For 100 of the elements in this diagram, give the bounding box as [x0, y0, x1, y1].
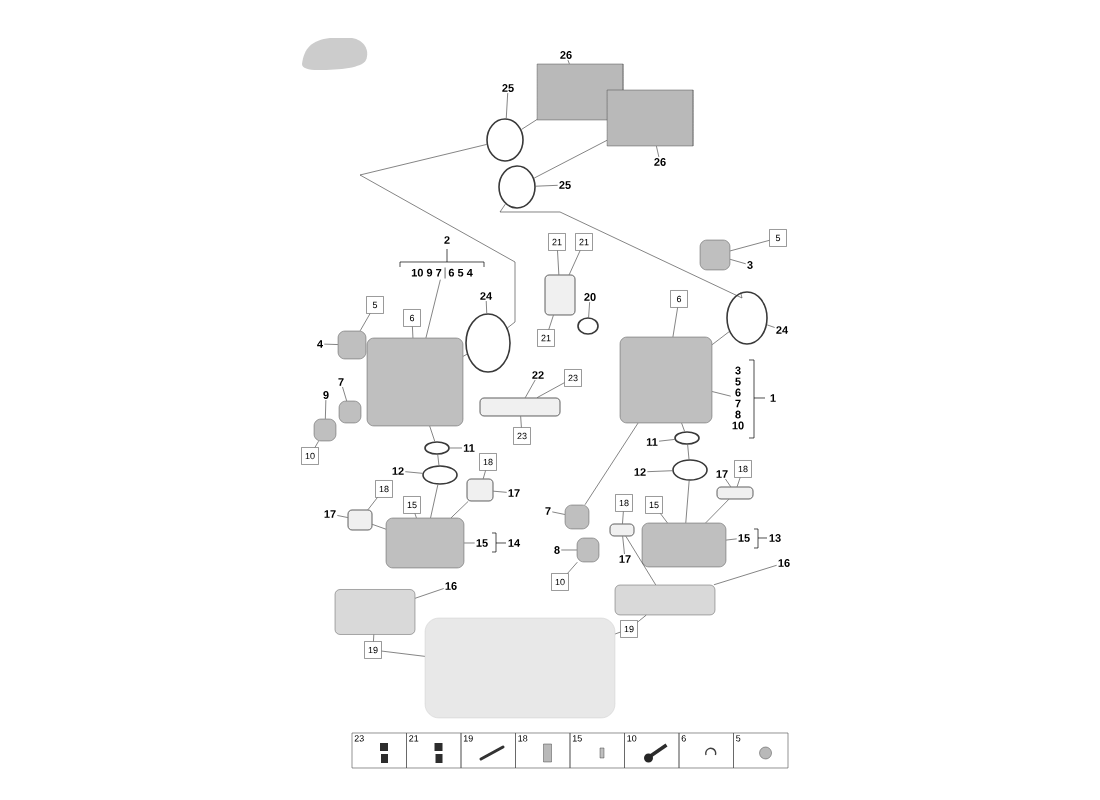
callout-number: 25 — [557, 180, 573, 190]
callout-number: 8 — [552, 545, 562, 555]
leader-line — [614, 631, 621, 635]
leader-line — [551, 511, 566, 515]
assembly-line — [705, 499, 730, 524]
assembly-line — [711, 331, 730, 345]
callout-number: 25 — [500, 83, 516, 93]
callout-number: 7 — [336, 377, 346, 387]
gasket — [614, 584, 716, 616]
exhaust-manifold — [385, 517, 465, 569]
callout-number: 1 — [768, 393, 778, 403]
o-ring — [424, 441, 450, 455]
callout-number-list: 3 5 6 7 8 10 — [730, 365, 746, 431]
turbocharger — [366, 337, 464, 427]
leader-line — [713, 564, 777, 586]
leader-line — [658, 439, 675, 442]
callout-number: 4 — [315, 339, 325, 349]
seal-ring — [726, 291, 768, 345]
leader-line — [622, 511, 624, 524]
seal-ring — [465, 313, 511, 373]
bracket — [466, 478, 494, 502]
callout-box: 21 — [537, 329, 555, 347]
catalytic-converter — [606, 89, 694, 147]
leader-line — [622, 536, 625, 555]
table-cell: 19 — [460, 732, 516, 769]
leader-line — [711, 391, 731, 397]
leader-line — [359, 313, 371, 332]
leader-line — [425, 279, 441, 339]
callout-box: 19 — [364, 641, 382, 659]
leader-line — [725, 538, 737, 541]
callout-number: 22 — [530, 370, 546, 380]
bracket — [609, 523, 635, 537]
leader-line — [725, 478, 731, 487]
actuator — [699, 239, 731, 271]
leader-line — [381, 650, 426, 657]
table-cell: 18 — [515, 732, 571, 769]
leader-line — [766, 324, 775, 328]
leader-line — [323, 343, 339, 345]
leader-line — [568, 250, 581, 275]
assembly-line — [625, 536, 656, 586]
callout-number-list: 10 9 7 6 5 4 — [410, 266, 474, 280]
assembly-line — [430, 484, 439, 519]
callout-box: 18 — [375, 480, 393, 498]
callout-number: 16 — [443, 581, 459, 591]
hose-clamp — [672, 459, 708, 481]
leader-line — [414, 588, 444, 599]
assembly-line — [499, 203, 743, 299]
leader-line — [505, 92, 508, 119]
leader-line — [567, 59, 570, 65]
callout-number: 12 — [390, 466, 406, 476]
table-cell: 21 — [406, 732, 462, 769]
assembly-line — [462, 354, 468, 357]
callout-box: 19 — [620, 620, 638, 638]
leader-line — [535, 185, 558, 187]
table-cell: 10 — [624, 732, 680, 769]
callout-number: 20 — [582, 292, 598, 302]
callout-number: 13 — [767, 533, 783, 543]
leader-line — [325, 399, 327, 420]
hose-clamp — [486, 118, 524, 162]
leader-line — [557, 250, 560, 275]
assembly-line — [450, 501, 469, 519]
leader-line — [536, 382, 565, 398]
callout-box: 18 — [479, 453, 497, 471]
leader-line — [337, 515, 348, 518]
leader-line — [314, 440, 319, 448]
sensor — [338, 400, 362, 424]
callout-box: 23 — [513, 427, 531, 445]
sensor — [576, 537, 600, 563]
callout-box: 10 — [551, 573, 569, 591]
callout-box: 18 — [734, 460, 752, 478]
leader-line — [373, 634, 375, 642]
callout-number: 24 — [478, 291, 494, 301]
catalytic-converter — [536, 63, 624, 121]
callout-number: 17 — [322, 509, 338, 519]
leader-line — [660, 513, 668, 524]
leader-line — [414, 513, 417, 519]
sensor — [564, 504, 590, 530]
assembly-line — [521, 119, 538, 130]
leader-line — [525, 379, 536, 398]
leader-line — [736, 477, 741, 487]
bracket — [716, 486, 754, 500]
o-ring — [674, 431, 700, 445]
leader-line — [567, 561, 578, 574]
assembly-line — [687, 444, 690, 460]
callout-number: 17 — [506, 488, 522, 498]
leader-line — [672, 307, 678, 338]
callout-box: 21 — [548, 233, 566, 251]
callout-box: 23 — [564, 369, 582, 387]
wiring-harness — [544, 274, 576, 316]
leader-line — [405, 471, 423, 474]
callout-box: 5 — [366, 296, 384, 314]
callout-number: 17 — [617, 554, 633, 564]
leader-line — [548, 315, 554, 330]
bracket — [347, 509, 373, 531]
callout-number: 14 — [506, 538, 522, 548]
table-cell: 6 — [678, 732, 734, 769]
assembly-line — [584, 422, 639, 506]
callout-number: 24 — [774, 325, 790, 335]
callout-number: 15 — [736, 533, 752, 543]
leader-line — [485, 300, 488, 314]
